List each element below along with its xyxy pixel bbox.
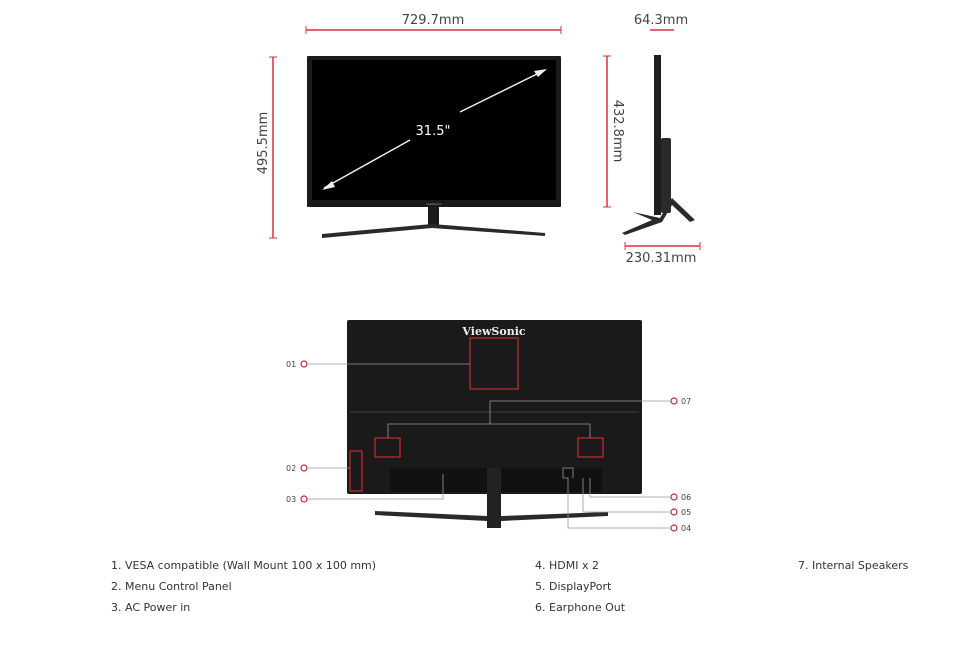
callout-01: 01 — [286, 360, 296, 369]
legend-item-4: 4. HDMI x 2 — [535, 559, 599, 572]
back-logo: ViewSonic — [461, 325, 525, 338]
height-label: 495.5mm — [256, 112, 271, 175]
legend-item-1: 1. VESA compatible (Wall Mount 100 x 100… — [111, 559, 377, 572]
depth-label: 64.3mm — [634, 13, 688, 28]
callout-05: 05 — [681, 508, 691, 517]
back-view: ViewSonic 01 02 03 04 05 06 07 — [286, 320, 691, 533]
legend-item-7: 7. Internal Speakers — [798, 559, 909, 572]
callout-06: 06 — [681, 493, 691, 502]
callout-07: 07 — [681, 397, 691, 406]
callout-02: 02 — [286, 464, 296, 473]
legend-item-5: 5. DisplayPort — [535, 580, 612, 593]
legend-item-3: 3. AC Power in — [111, 601, 191, 614]
side-view: 64.3mm 432.8mm 230.31mm — [603, 13, 701, 266]
width-label: 729.7mm — [402, 13, 465, 28]
diagonal-label: 31.5" — [416, 124, 451, 139]
legend-item-6: 6. Earphone Out — [535, 601, 626, 614]
callout-03: 03 — [286, 495, 296, 504]
panel-height-label: 432.8mm — [610, 100, 625, 163]
legend-item-2: 2. Menu Control Panel — [111, 580, 232, 593]
base-depth-label: 230.31mm — [626, 251, 697, 266]
callout-04: 04 — [681, 524, 691, 533]
front-view: 729.7mm 495.5mm ViewSonic 31.5" — [256, 13, 562, 239]
front-logo: ViewSonic — [426, 202, 442, 206]
